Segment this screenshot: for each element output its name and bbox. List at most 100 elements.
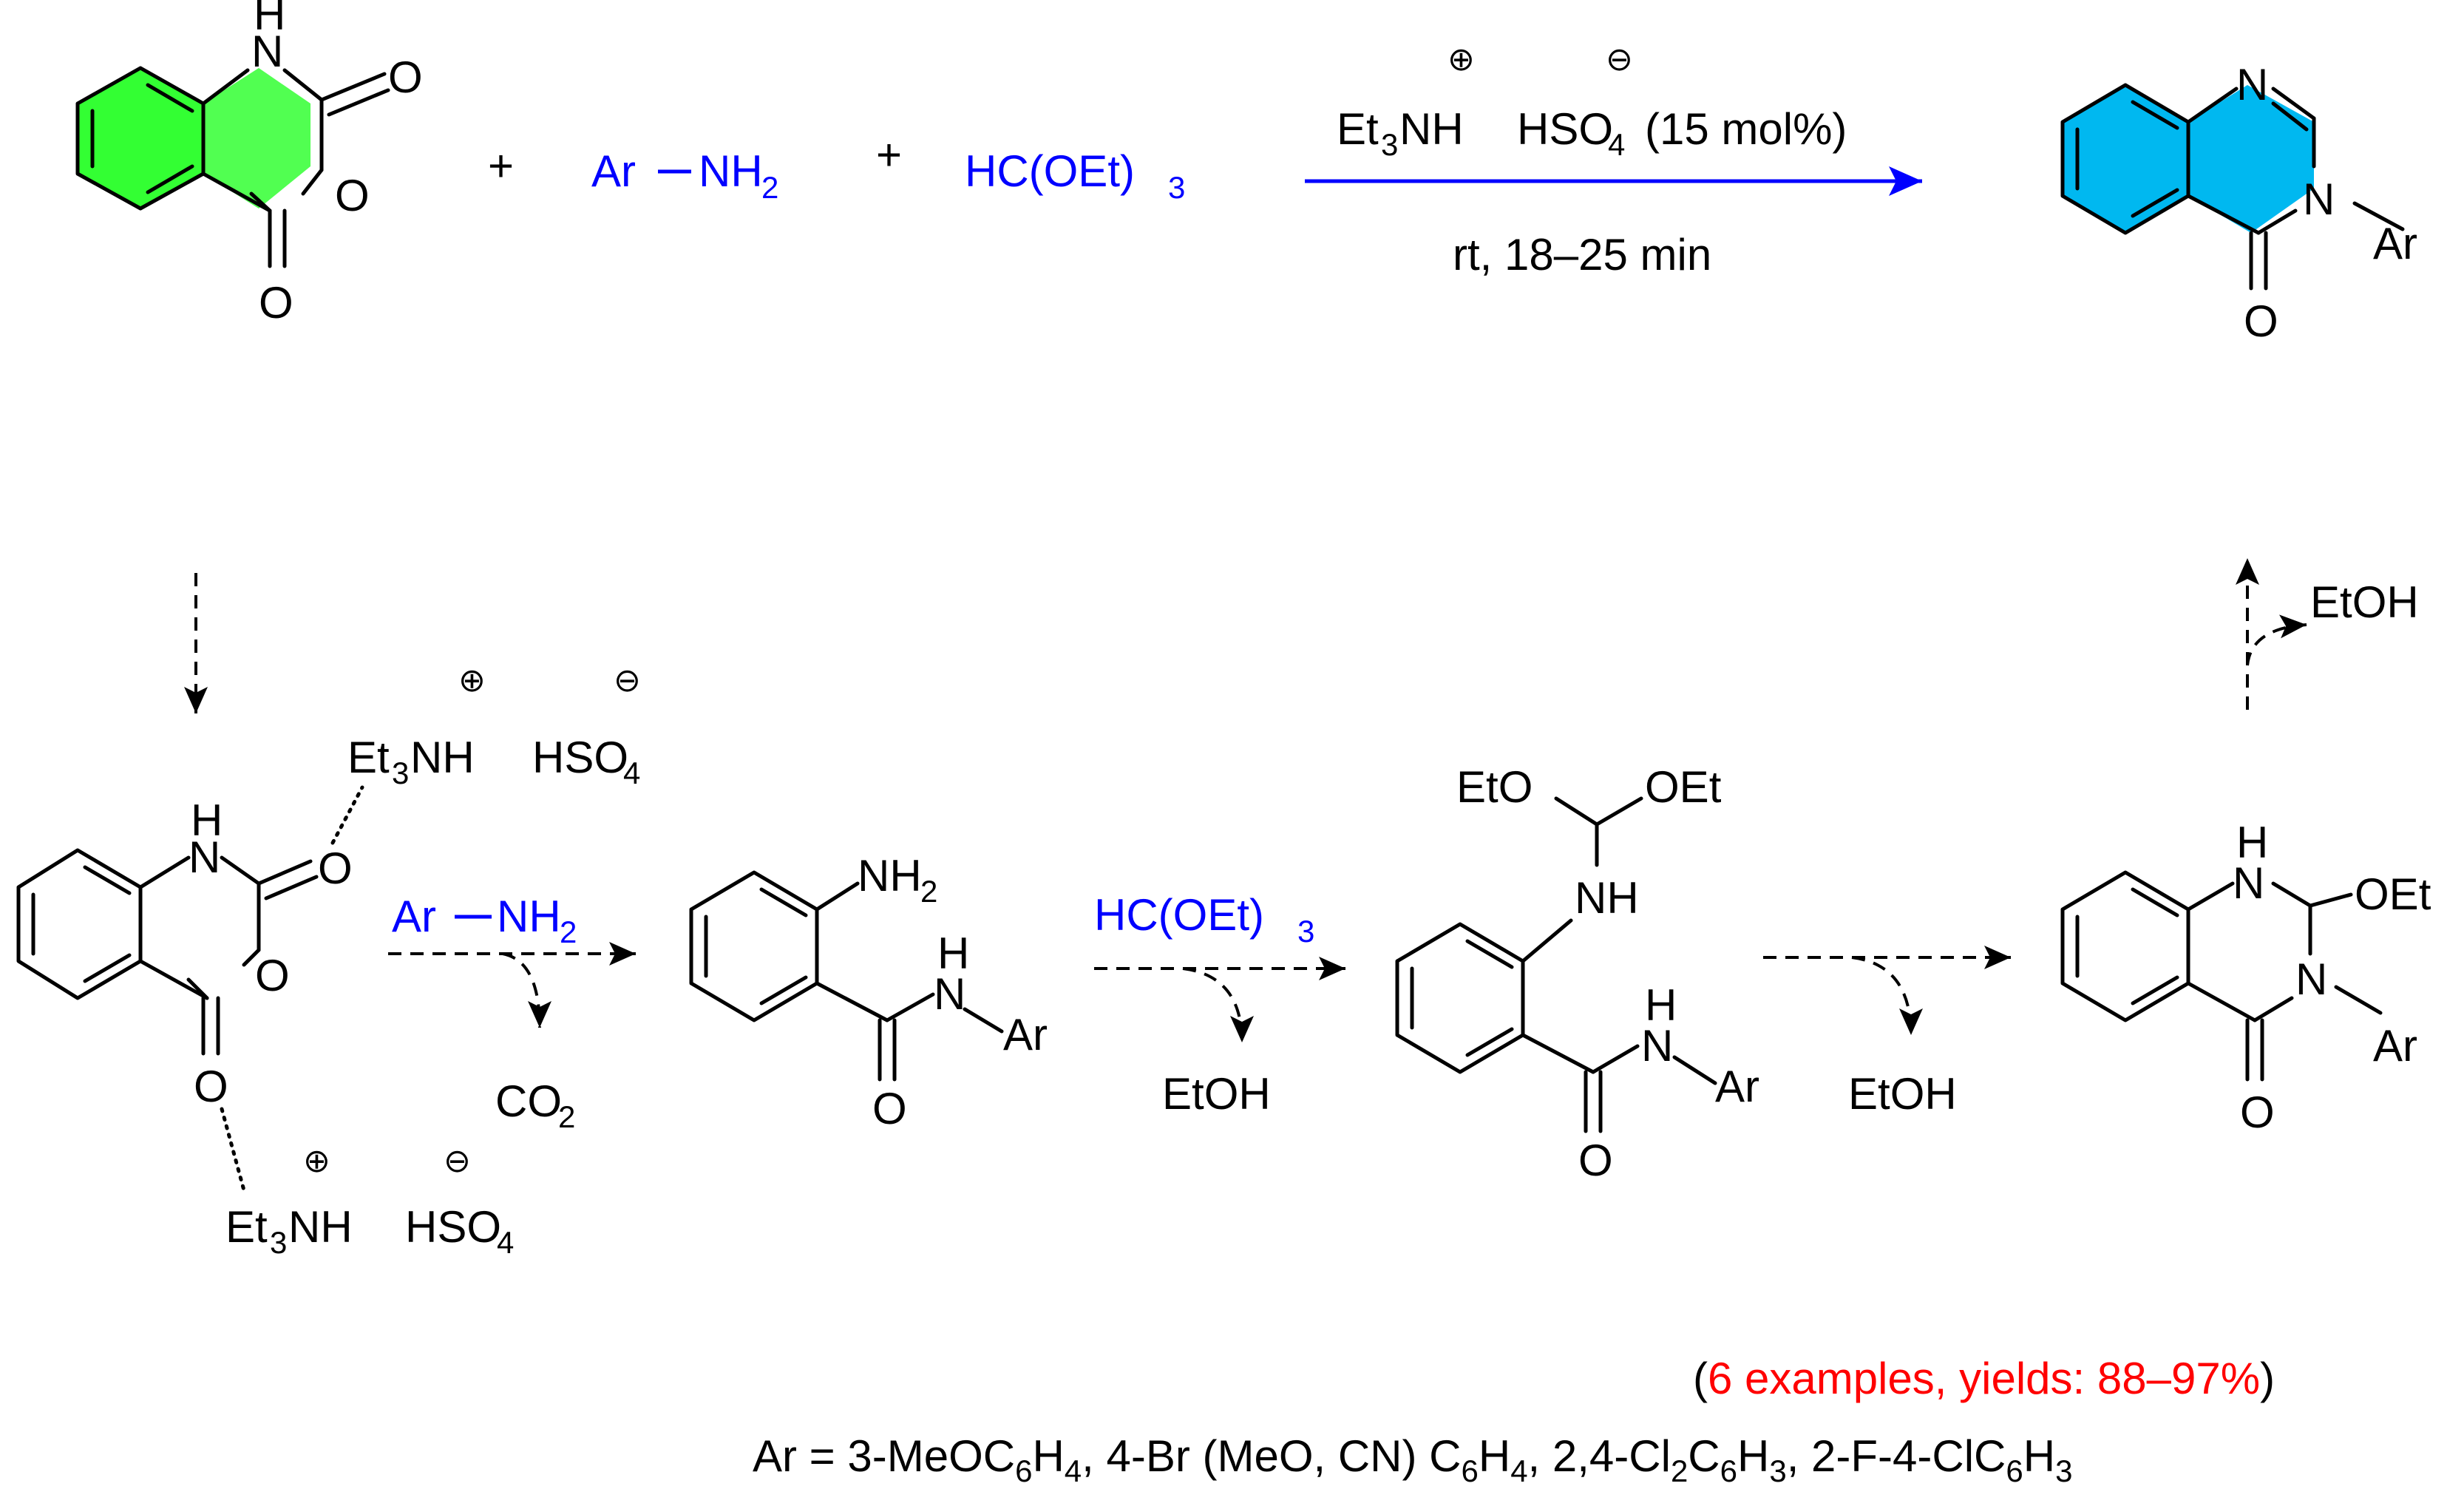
acetal-nh: NH [1575, 873, 1639, 923]
orthoformate-sub: 3 [1168, 170, 1185, 205]
ar-def-1: 6 [1015, 1454, 1032, 1488]
catalyst-anion-sub: 4 [1608, 127, 1625, 162]
act-o-top: O [318, 844, 353, 893]
ar-def-7: 4 [1510, 1454, 1527, 1488]
acetal-h: H [1645, 980, 1677, 1030]
product-n3-label: N [2303, 174, 2335, 224]
dhq-n3: N [2295, 954, 2327, 1004]
ion2-minus: ⊖ [444, 1143, 471, 1179]
anion-charge: ⊖ [1606, 41, 1633, 78]
ion2-nh: NH [288, 1202, 353, 1252]
anth-o: O [872, 1084, 907, 1133]
step2-arrow: HC(OEt) 3 EtOH [1094, 890, 1345, 1119]
anthranilamide: NH 2 N H Ar O [689, 851, 1048, 1133]
act-n: N [189, 832, 220, 882]
step3-arrow: EtOH [1763, 946, 2011, 1119]
amine-ar-label: Ar [591, 146, 636, 196]
ion1-nh: NH [410, 733, 475, 782]
dhq-oet: OEt [2355, 869, 2431, 919]
ion1-minus: ⊖ [614, 662, 641, 699]
ar-def-12: H [1737, 1431, 1769, 1481]
catalyst-anion-label: HSO [1517, 104, 1613, 154]
ar-definition: Ar = 3-MeOC6H4, 4-Br (MeO, CN) C6H4, 2,4… [753, 1431, 2072, 1488]
cation-charge: ⊕ [1447, 41, 1475, 78]
activated-anhydride: ⊕ ⊖ Et 3 NH HSO 4 N H O O O ⊕ ⊖ Et 3 NH … [16, 662, 641, 1260]
dhq-ar: Ar [2373, 1021, 2417, 1071]
dhq-h: H [2236, 818, 2268, 867]
ar-def-9: 2 [1671, 1454, 1688, 1488]
carbonyl-o-label: O [388, 52, 423, 102]
step2-sub: 3 [1297, 914, 1314, 949]
carbonyl-o2-label: O [259, 278, 293, 328]
co2-label: CO [495, 1076, 562, 1126]
ring-o-label: O [335, 171, 370, 220]
etoh-2: EtOH [1848, 1069, 1957, 1119]
anth-n: N [934, 969, 965, 1019]
ar-def-2: H [1032, 1431, 1064, 1481]
amine-sub-label: 2 [761, 170, 778, 205]
yield-close: ) [2260, 1354, 2275, 1403]
etoh-1: EtOH [1162, 1069, 1271, 1119]
step1-sub: 2 [560, 915, 577, 949]
reaction-conditions: rt, 18–25 min [1453, 230, 1711, 279]
act-o-ring: O [255, 951, 290, 1000]
step1-nh: NH [497, 892, 561, 941]
ion1-et-sub: 3 [392, 756, 409, 790]
ar-def-3: 4 [1065, 1454, 1082, 1488]
catalyst-cation-nh: NH [1399, 104, 1464, 154]
plus-sign-2: + [876, 130, 902, 180]
act-h: H [191, 796, 223, 845]
anth-h: H [937, 929, 969, 978]
act-o-bottom: O [194, 1062, 228, 1111]
dhq-n1: N [2233, 858, 2264, 908]
ar-def-6: H [1479, 1431, 1510, 1481]
step1-arrow: Ar NH 2 CO 2 [388, 892, 636, 1134]
ion1-hso: HSO [532, 733, 628, 782]
ion2-hso-sub: 4 [497, 1225, 514, 1260]
dihydroquinazolinone: N H OEt N Ar O [2060, 818, 2431, 1137]
ar-def-11: 6 [1720, 1454, 1737, 1488]
step2-orthoformate: HC(OEt) [1094, 890, 1264, 940]
triethyl-orthoformate: HC(OEt) 3 [965, 146, 1185, 205]
anth-nh-sub: 2 [920, 874, 937, 909]
anth-ar: Ar [1003, 1010, 1048, 1059]
plus-sign-1: + [488, 141, 514, 191]
ion1-hso-sub: 4 [623, 756, 640, 790]
ion2-plus: ⊕ [303, 1143, 330, 1179]
ar-def-10: C [1688, 1431, 1720, 1481]
ion1-et: Et [347, 733, 390, 782]
ar-def-14: , 2-F-4-ClC [1787, 1431, 2006, 1481]
product-o-label: O [2244, 296, 2278, 346]
acetal-ar: Ar [1715, 1062, 1759, 1111]
yield-note: (6 examples, yields: 88–97%) [1693, 1354, 2275, 1403]
yield-text: 6 examples, yields: 88–97% [1708, 1354, 2260, 1403]
ar-def-16: H [2023, 1431, 2055, 1481]
step1-ar: Ar [392, 892, 436, 941]
footer-notes: (6 examples, yields: 88–97%) Ar = 3-MeOC… [753, 1354, 2275, 1488]
ar-def-13: 3 [1769, 1454, 1786, 1488]
dhq-o: O [2240, 1088, 2275, 1137]
amine-nh-label: NH [699, 146, 763, 196]
ion2-hso: HSO [405, 1202, 501, 1252]
anth-nh: NH [858, 851, 922, 900]
ion2-et: Et [225, 1202, 268, 1252]
catalyst-cation-sub: 3 [1381, 127, 1398, 162]
ar-def-17: 3 [2055, 1454, 2072, 1488]
nh-n-label: N [251, 27, 283, 76]
orthoformate-label: HC(OEt) [965, 146, 1135, 196]
product-ar-label: Ar [2373, 219, 2417, 268]
ar-def-4: , 4-Br (MeO, CN) C [1082, 1431, 1461, 1481]
yield-open: ( [1693, 1354, 1708, 1403]
ar-def-5: 6 [1461, 1454, 1478, 1488]
acetal-intermediate: EtO OEt NH N H Ar O [1395, 762, 1759, 1185]
acetal-o: O [1578, 1136, 1613, 1185]
step4-arrow: EtOH [2236, 558, 2419, 710]
acetal-n: N [1641, 1021, 1673, 1071]
quinazolinone-product: N N Ar O [2060, 60, 2417, 346]
catalyst-cation-label: Et [1337, 104, 1379, 154]
co2-sub: 2 [558, 1099, 575, 1134]
isatoic-anhydride-top: N H O O O [75, 0, 423, 328]
ar-def-0: Ar = 3-MeOC [753, 1431, 1015, 1481]
acetal-oet: OEt [1645, 762, 1722, 812]
